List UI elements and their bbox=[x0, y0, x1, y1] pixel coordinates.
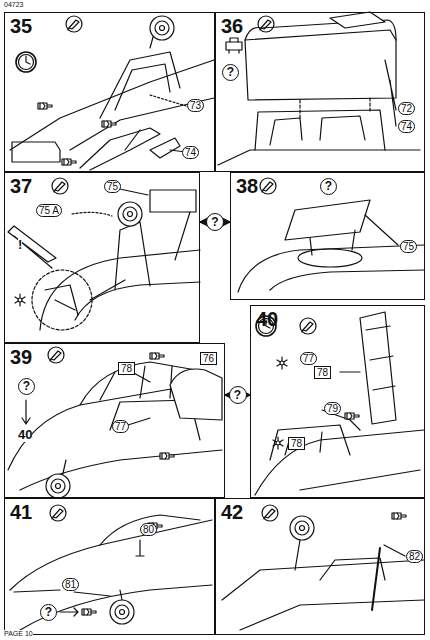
step-number: 35 bbox=[10, 15, 32, 37]
edge-label: ? bbox=[229, 386, 247, 404]
callout-number: 74 bbox=[182, 146, 199, 159]
step-number: 37 bbox=[10, 175, 32, 197]
callout-number: 72 bbox=[398, 102, 415, 115]
step-number: 41 bbox=[10, 501, 32, 523]
edge-label: ? bbox=[206, 213, 224, 231]
page-note: 04723 bbox=[4, 1, 23, 9]
callout-number: 79 bbox=[324, 402, 341, 415]
step-panel: 36 bbox=[215, 12, 425, 172]
step-number: 36 bbox=[221, 15, 243, 37]
callout-number: 82 bbox=[406, 550, 423, 563]
callout-number: 77 bbox=[112, 420, 129, 433]
help-symbol: ? bbox=[40, 604, 57, 621]
callout-number: 80 bbox=[140, 523, 157, 536]
callout-number: 76 bbox=[200, 352, 217, 365]
step-number: 38 bbox=[236, 175, 258, 197]
callout-number: 78 bbox=[314, 366, 331, 379]
step-number: 42 bbox=[221, 501, 243, 523]
callout-number: 77 bbox=[300, 352, 317, 365]
help-symbol: ? bbox=[18, 378, 35, 395]
note-mark: 40 bbox=[18, 428, 32, 442]
callout-number: 75 A bbox=[36, 204, 62, 217]
callout-number: 75 bbox=[400, 240, 417, 253]
step-number: 39 bbox=[10, 346, 32, 368]
step-number: 40 bbox=[256, 308, 278, 330]
help-symbol: ? bbox=[320, 178, 337, 195]
note-mark: ! bbox=[18, 238, 22, 252]
callout-number: 73 bbox=[187, 99, 204, 112]
callout-number: 81 bbox=[62, 578, 79, 591]
page-note: PAGE 10 bbox=[4, 630, 33, 638]
callout-number: 78 bbox=[288, 437, 305, 450]
step-panel: 41 bbox=[4, 498, 215, 635]
help-symbol: ? bbox=[222, 64, 239, 81]
step-panel: 37 bbox=[4, 172, 200, 343]
step-panel: 42 bbox=[215, 498, 425, 635]
callout-number: 74 bbox=[398, 120, 415, 133]
step-panel: 40 bbox=[250, 305, 425, 498]
callout-number: 75 bbox=[104, 180, 121, 193]
callout-number: 78 bbox=[118, 362, 135, 375]
